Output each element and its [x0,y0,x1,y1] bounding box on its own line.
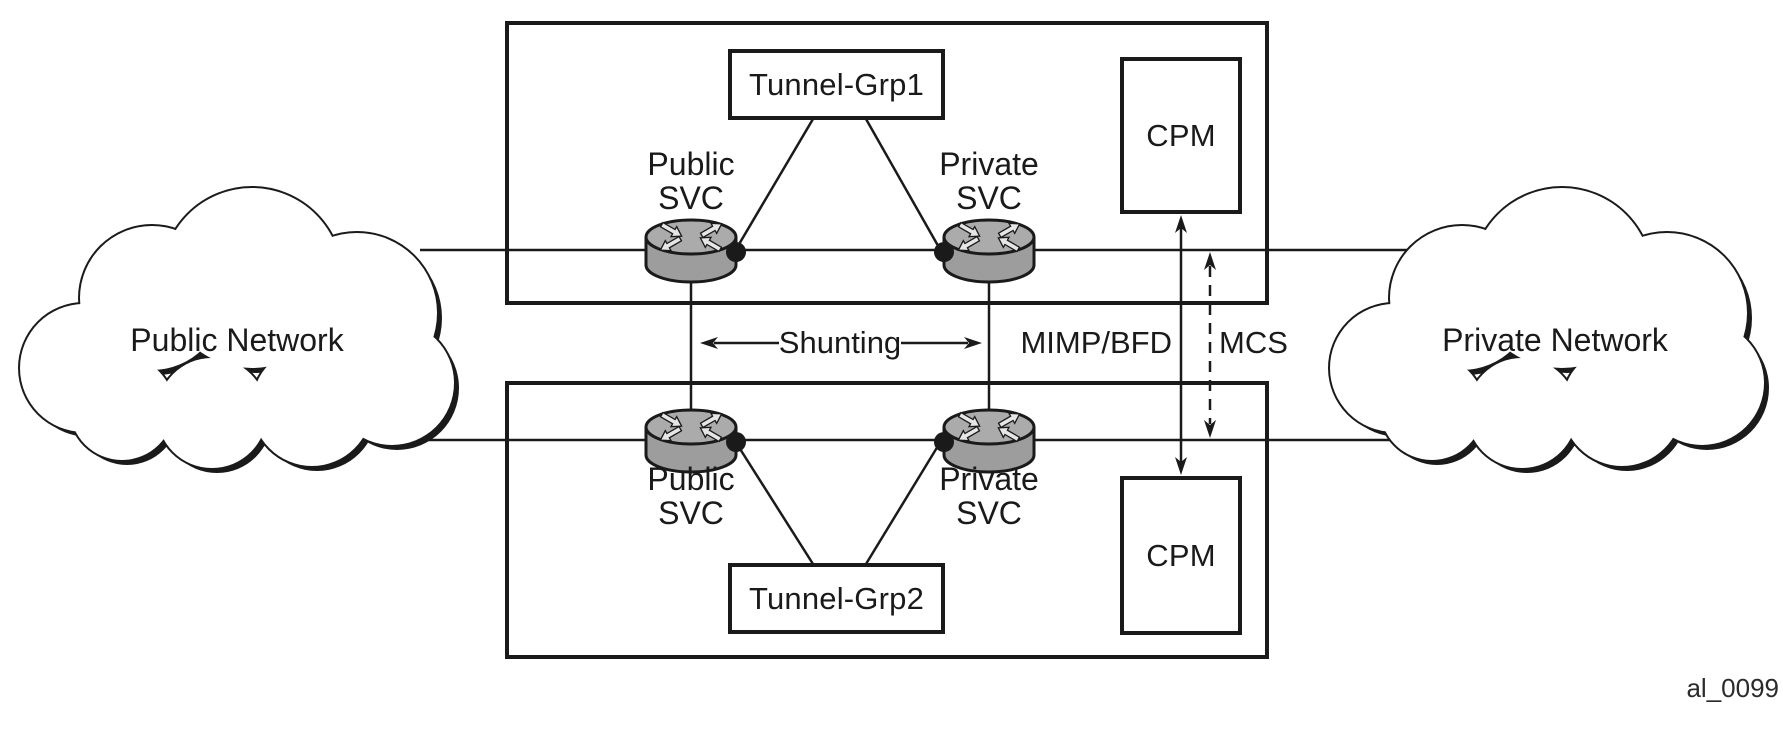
connection-dot [726,242,746,262]
tunnel-group-2-label: Tunnel-Grp2 [748,580,925,616]
tunnel2-private-link [864,440,943,565]
mcs-label: MCS [1219,325,1288,360]
private-svc-label-bottom: Private SVC [889,462,1089,530]
label-line: SVC [658,180,724,216]
shunting-arrow [700,337,982,349]
connection-dot [934,432,954,452]
cpm-box-bottom: CPM [1120,476,1242,635]
tunnel-group-1-label: Tunnel-Grp1 [748,66,925,102]
public-svc-label-top: Public SVC [591,147,791,215]
cpm-box-top: CPM [1120,57,1242,214]
label-line: Public [647,461,735,497]
mimp-bfd-label: MIMP/BFD [1020,325,1172,360]
cpm-bottom-label: CPM [1146,537,1216,573]
tunnel2-public-link [733,440,815,565]
private-network-label: Private Network [1442,322,1668,358]
chassis-node-2 [505,381,1269,659]
public-svc-label-bottom: Public SVC [591,462,791,530]
mcs-dashed-arrow [1204,252,1216,438]
shunting-label: Shunting [778,325,902,360]
label-line: Public [647,146,735,182]
connection-dot [934,242,954,262]
connection-dot [726,432,746,452]
tunnel-group-2-box: Tunnel-Grp2 [728,563,945,634]
label-line: SVC [956,495,1022,531]
label-line: SVC [956,180,1022,216]
cpm-top-label: CPM [1146,117,1216,153]
tunnel1-private-link [864,118,943,252]
label-line: SVC [658,495,724,531]
figure-id: al_0099 [1686,673,1779,703]
public-network-label: Public Network [130,322,344,358]
label-line: Private [939,461,1039,497]
chassis-node-1 [505,21,1269,305]
private-svc-label-top: Private SVC [889,147,1089,215]
label-line: Private [939,146,1039,182]
mimp-bfd-arrow [1175,215,1187,475]
tunnel-group-1-box: Tunnel-Grp1 [728,49,945,120]
tunnel1-public-link [733,118,815,252]
